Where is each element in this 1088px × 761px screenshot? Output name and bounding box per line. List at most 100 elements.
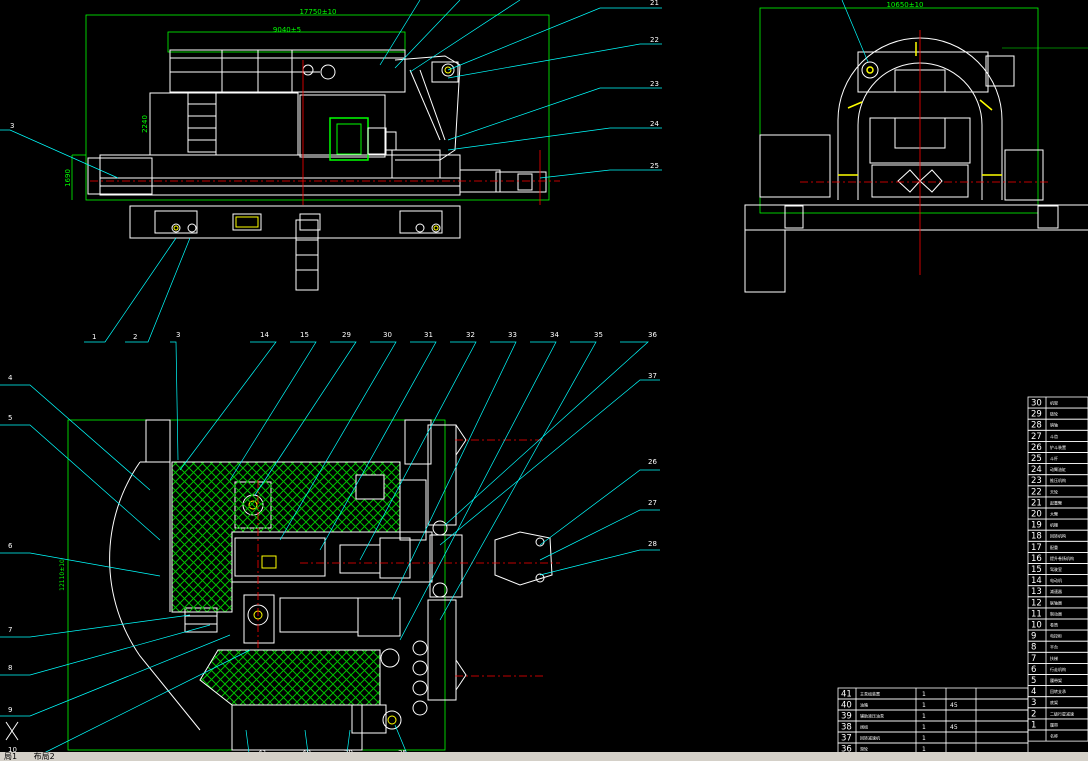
callout-plan-7: 7	[8, 626, 12, 634]
parts-row-number: 15	[1031, 565, 1042, 575]
parts-row-name: 斗杆	[1050, 455, 1058, 461]
parts-row-number: 23	[1031, 476, 1042, 486]
parts-row-number: 2	[1031, 709, 1036, 719]
dim-top-width: 17750±10	[299, 8, 336, 16]
parts-row-number: 9	[1031, 632, 1036, 642]
parts-row-name: 二级行星减速	[1050, 710, 1074, 716]
callout-plan-8: 8	[8, 664, 12, 672]
callout-plan-10: 10	[8, 746, 17, 754]
parts-row-number: 41	[841, 690, 852, 700]
parts-row-number: 25	[1031, 454, 1042, 464]
parts-row-number: 1	[1031, 720, 1036, 730]
parts-row-name: 扶梯	[1050, 655, 1058, 661]
callout-plan-29: 29	[342, 331, 351, 339]
parts-row-name: 电动机	[1050, 577, 1062, 583]
parts-row-qty: 1	[922, 735, 926, 742]
parts-row-number: 3	[1031, 698, 1036, 708]
callout-plan-5: 5	[8, 414, 12, 422]
parts-row-number: 38	[841, 723, 852, 733]
parts-row-number: 30	[1031, 399, 1042, 409]
parts-row-number: 10	[1031, 621, 1042, 631]
parts-row-name: 履带架	[1050, 677, 1062, 683]
callout-plan-34: 34	[550, 331, 559, 339]
parts-row-number: 19	[1031, 521, 1042, 531]
callout-1: 1	[92, 333, 96, 341]
layout-tabs: 局1 布局2	[0, 752, 1088, 761]
callout-plan-14: 14	[260, 331, 269, 339]
parts-row-name: 机架	[1050, 400, 1058, 406]
dim-height-b: 1690	[64, 169, 72, 187]
callout-plan-27: 27	[648, 499, 657, 507]
parts-row-note: 45	[950, 702, 958, 709]
callout-23: 23	[650, 80, 659, 88]
parts-row-name: 机棚	[1050, 522, 1058, 528]
callout-3: 3	[10, 122, 14, 130]
callout-plan-30: 30	[383, 331, 392, 339]
callout-plan-32: 32	[466, 331, 475, 339]
parts-row-name: 铲斗装置	[1050, 444, 1066, 450]
parts-row-name: 回转机构	[1050, 533, 1066, 539]
callout-plan-31: 31	[424, 331, 433, 339]
callout-plan-6: 6	[8, 542, 13, 550]
parts-row-number: 18	[1031, 532, 1042, 542]
parts-row-name: 名称	[1050, 733, 1058, 739]
plan-view: 12110±10	[0, 331, 660, 761]
parts-row-name: 减速器	[1050, 588, 1062, 594]
parts-row-number: 40	[841, 701, 852, 711]
parts-row-number: 22	[1031, 487, 1042, 497]
parts-row-name: 底架	[1050, 699, 1058, 705]
dim-plan-height: 12110±10	[59, 559, 66, 591]
parts-row-name: 驾驶室	[1050, 566, 1062, 572]
parts-row-name: 联轴器	[1050, 599, 1062, 605]
parts-row-name: 油箱	[860, 702, 868, 708]
parts-row-number: 5	[1031, 676, 1036, 686]
parts-row-number: 4	[1031, 687, 1036, 697]
parts-row-number: 13	[1031, 587, 1042, 597]
callout-plan-9: 9	[8, 706, 12, 714]
parts-row-number: 8	[1031, 643, 1036, 653]
parts-row-number: 37	[841, 734, 852, 744]
parts-row-name: 天轮	[1050, 488, 1058, 494]
gear-assembly-icon	[329, 117, 397, 161]
callout-24: 24	[650, 120, 659, 128]
callout-plan-4: 4	[8, 374, 13, 382]
parts-row-number: 17	[1031, 543, 1042, 553]
callout-plan-28: 28	[648, 540, 657, 548]
tab-layout2[interactable]: 布局2	[33, 752, 55, 761]
parts-row-name: 销轴	[1050, 422, 1058, 428]
parts-row-number: 21	[1031, 498, 1042, 508]
callout-plan-36: 36	[648, 331, 657, 339]
tab-layout1[interactable]: 局1	[4, 752, 18, 761]
callout-plan-37: 37	[648, 372, 657, 380]
parts-row-number: 27	[1031, 432, 1042, 442]
parts-row-number: 29	[1031, 410, 1042, 420]
parts-row-number: 7	[1031, 654, 1036, 664]
callout-21: 21	[650, 0, 659, 7]
callout-plan-15: 15	[300, 331, 309, 339]
front-elevation-view: 10650±10	[744, 0, 1088, 293]
parts-row-qty: 1	[922, 702, 926, 709]
parts-row-name: 起重臂	[1050, 499, 1062, 505]
parts-row-number: 11	[1031, 609, 1042, 619]
parts-row-name: 履带	[1050, 721, 1058, 727]
parts-row-name: 提升卷扬机构	[1050, 555, 1074, 561]
parts-row-name: 辅助液压油泵	[860, 713, 884, 719]
callout-plan-3: 3	[176, 331, 180, 339]
parts-row-number: 20	[1031, 510, 1042, 520]
parts-row-name: 行走机构	[1050, 666, 1066, 672]
callout-25: 25	[650, 162, 659, 170]
parts-row-qty: 1	[922, 713, 926, 720]
callout-22: 22	[650, 36, 659, 44]
parts-row-name: 卷筒	[1050, 622, 1058, 628]
parts-row-number: 12	[1031, 598, 1042, 608]
parts-row-number: 24	[1031, 465, 1042, 475]
parts-row-number: 6	[1031, 665, 1036, 675]
parts-row-name: 动臂油缸	[1050, 466, 1066, 472]
parts-row-number: 16	[1031, 554, 1042, 564]
parts-row-number: 36	[841, 745, 852, 755]
dim-right-width: 10650±10	[886, 1, 923, 9]
parts-row-note: 45	[950, 724, 958, 731]
